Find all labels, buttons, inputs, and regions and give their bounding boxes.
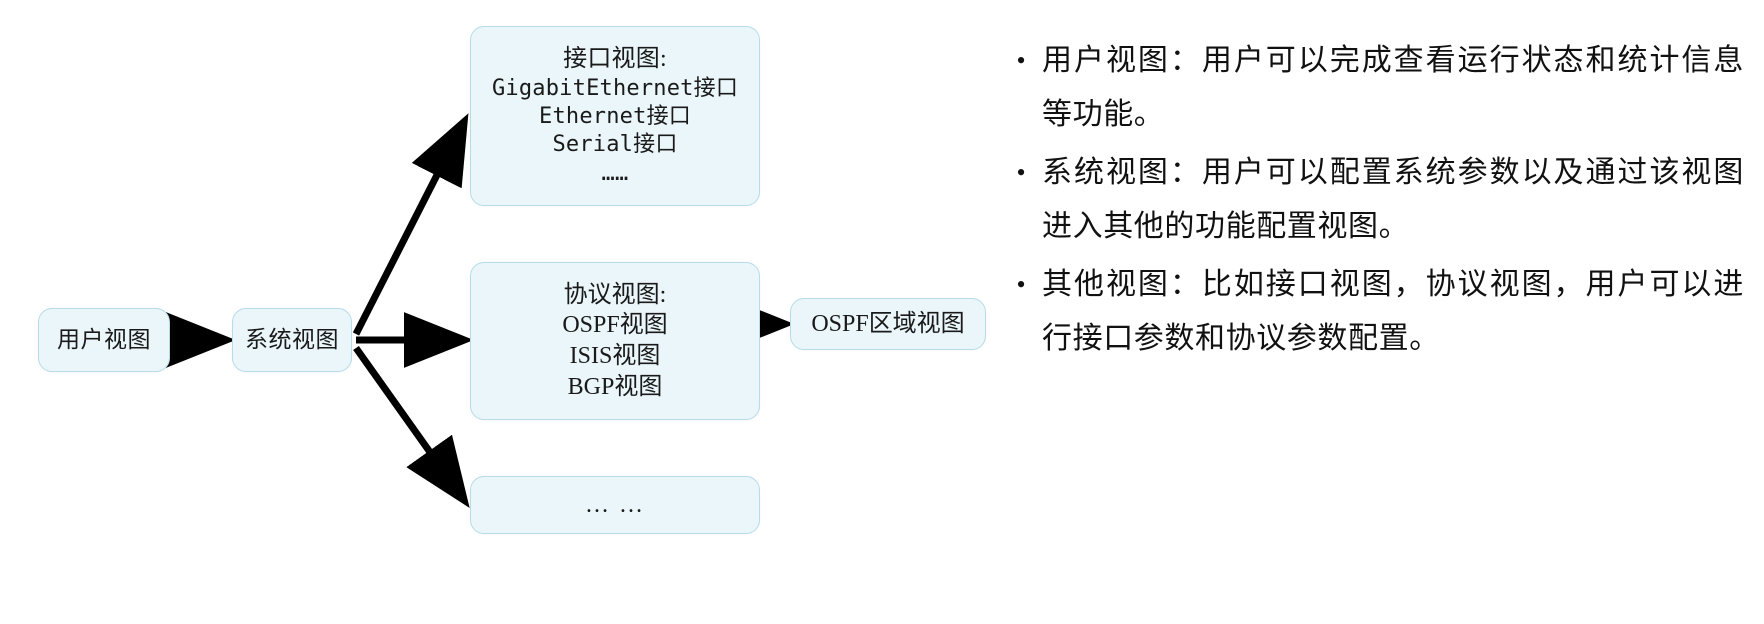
node-system-view[interactable]: 系统视图 (232, 308, 352, 372)
node-protocol-view-item-ospf: OSPF视图 (562, 312, 668, 339)
bullet-dot-icon: • (1016, 270, 1026, 299)
node-interface-view-item-ethernet: Ethernet接口 (539, 104, 691, 130)
node-interface-view[interactable]: 接口视图: GigabitEthernet接口 Ethernet接口 Seria… (470, 26, 760, 206)
node-protocol-view-title: 协议视图: (563, 281, 667, 308)
node-system-view-label: 系统视图 (245, 327, 339, 353)
list-item: • 系统视图：用户可以配置系统参数以及通过该视图进入其他的功能配置视图。 (1000, 146, 1752, 254)
arrow-system-to-interface (352, 113, 469, 336)
view-hierarchy-diagram: 用户视图 系统视图 接口视图: GigabitEthernet接口 Ethern… (38, 26, 986, 534)
arrow-system-to-other (353, 345, 470, 508)
node-ospf-area-view[interactable]: OSPF区域视图 (790, 298, 986, 350)
node-user-view-label: 用户视图 (57, 327, 151, 353)
description-bullet-list: • 用户视图：用户可以完成查看运行状态和统计信息等功能。 • 系统视图：用户可以… (1000, 34, 1752, 554)
node-interface-view-title: 接口视图: (563, 46, 667, 73)
list-item: • 其他视图：比如接口视图，协议视图，用户可以进行接口参数和协议参数配置。 (1000, 258, 1752, 366)
node-interface-view-item-gigabitethernet: GigabitEthernet接口 (491, 76, 739, 102)
bullet-text-user-view: 用户视图：用户可以完成查看运行状态和统计信息等功能。 (1042, 44, 1744, 131)
list-item: • 用户视图：用户可以完成查看运行状态和统计信息等功能。 (1000, 34, 1752, 142)
bullet-text-other-view: 其他视图：比如接口视图，协议视图，用户可以进行接口参数和协议参数配置。 (1042, 268, 1744, 355)
node-other-view[interactable]: … … (470, 476, 760, 534)
node-interface-view-item-serial: Serial接口 (552, 132, 678, 158)
node-other-view-label: … … (585, 491, 645, 518)
node-interface-view-ellipsis: …… (601, 160, 629, 186)
node-protocol-view-item-bgp: BGP视图 (567, 373, 663, 400)
node-user-view[interactable]: 用户视图 (38, 308, 170, 372)
node-protocol-view-item-isis: ISIS视图 (569, 343, 661, 369)
bullet-dot-icon: • (1016, 158, 1026, 187)
node-ospf-area-view-label: OSPF区域视图 (811, 310, 965, 337)
bullet-text-system-view: 系统视图：用户可以配置系统参数以及通过该视图进入其他的功能配置视图。 (1042, 156, 1744, 243)
node-protocol-view[interactable]: 协议视图: OSPF视图 ISIS视图 BGP视图 (470, 262, 760, 420)
bullet-dot-icon: • (1016, 46, 1026, 75)
